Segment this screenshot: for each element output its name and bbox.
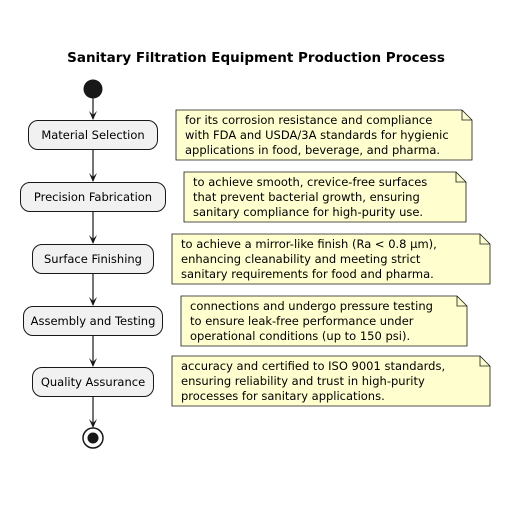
note-material-selection: for its corrosion resistance and complia… — [176, 110, 472, 160]
note-assembly-and-testing: connections and undergo pressure testing… — [181, 296, 467, 346]
note-shape — [171, 233, 491, 285]
note-line: for its corrosion resistance and complia… — [185, 113, 433, 127]
note-line: connections and undergo pressure testing — [190, 299, 433, 313]
note-line: that prevent bacterial growth, ensuring — [193, 190, 420, 204]
note-line: ensuring reliability and trust in high-p… — [181, 374, 425, 388]
note-shape — [175, 109, 473, 161]
step-label: Surface Finishing — [44, 252, 142, 266]
note-line: to achieve a mirror-like finish (Ra < 0.… — [181, 237, 437, 251]
step-label: Precision Fabrication — [33, 190, 153, 204]
step-label: Assembly and Testing — [30, 314, 156, 328]
note-line: with FDA and USDA/3A standards for hygie… — [185, 128, 449, 142]
note-line: sanitary requirements for food and pharm… — [181, 267, 434, 281]
arrow-head — [89, 297, 97, 306]
start-node — [83, 79, 103, 99]
note-fold — [456, 296, 467, 307]
note-line: applications in food, beverage, and phar… — [185, 143, 441, 157]
step-label: Material Selection — [41, 128, 145, 142]
step-assembly-and-testing: Assembly and Testing — [23, 306, 163, 336]
step-label: Quality Assurance — [40, 375, 146, 389]
arrow-head — [89, 173, 97, 182]
arrow-head — [89, 235, 97, 244]
diagram-title: Sanitary Filtration Equipment Production… — [67, 50, 445, 66]
note-line: processes for sanitary applications. — [181, 389, 385, 403]
note-fold — [455, 172, 466, 183]
note-line: to ensure leak-free performance under — [190, 314, 414, 328]
note-surface-finishing: to achieve a mirror-like finish (Ra < 0.… — [172, 234, 490, 284]
arrow-head — [89, 358, 97, 367]
note-fold — [461, 110, 472, 121]
note-shape — [171, 355, 491, 407]
note-line: operational conditions (up to 150 psi). — [190, 329, 411, 343]
note-fold — [479, 356, 490, 367]
note-line: enhancing cleanability and meeting stric… — [181, 252, 421, 266]
step-surface-finishing: Surface Finishing — [32, 244, 154, 274]
note-line: accuracy and certified to ISO 9001 stand… — [181, 359, 446, 373]
step-quality-assurance: Quality Assurance — [32, 367, 154, 397]
arrow-head — [89, 419, 97, 428]
note-quality-assurance: accuracy and certified to ISO 9001 stand… — [172, 356, 490, 406]
note-shape — [180, 295, 468, 347]
note-line: sanitary compliance for high-purity use. — [193, 205, 424, 219]
note-shape — [183, 171, 467, 223]
note-precision-fabrication: to achieve smooth, crevice-free surfaces… — [184, 172, 466, 222]
note-line: to achieve smooth, crevice-free surfaces — [193, 175, 428, 189]
end-node-dot — [87, 432, 99, 444]
note-fold — [479, 234, 490, 245]
step-precision-fabrication: Precision Fabrication — [20, 182, 166, 212]
step-material-selection: Material Selection — [28, 120, 158, 150]
arrow-head — [89, 111, 97, 120]
